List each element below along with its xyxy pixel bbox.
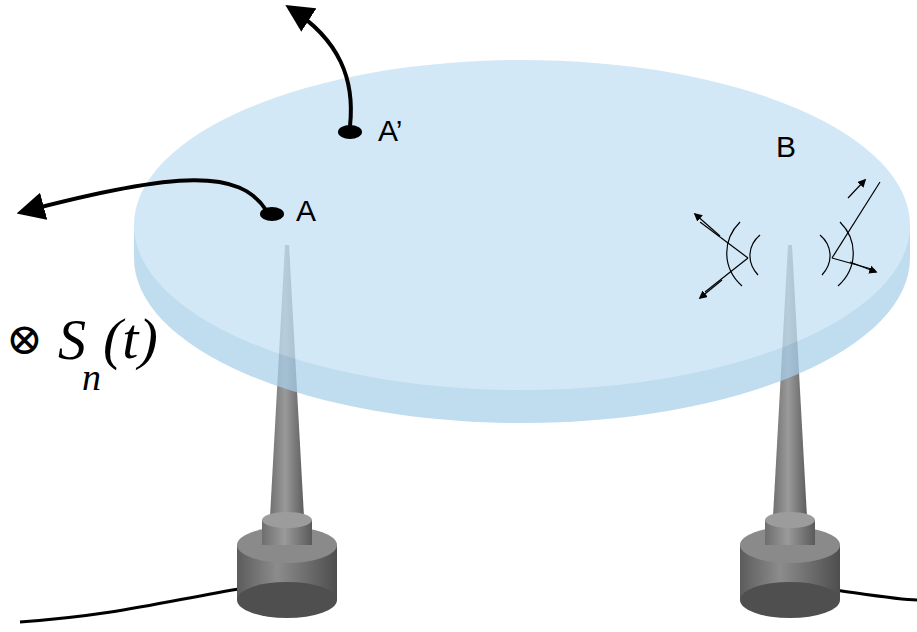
signal-argument: (t) xyxy=(103,310,158,368)
operator-symbol: ⊗ xyxy=(6,318,43,362)
signal-subscript: n xyxy=(82,358,101,396)
point-label: A xyxy=(296,196,316,226)
wave-fronts xyxy=(700,182,880,292)
point-label: A’ xyxy=(378,116,402,146)
plate xyxy=(134,60,910,423)
point-label: B xyxy=(776,132,796,162)
signal-name: S xyxy=(58,312,86,368)
